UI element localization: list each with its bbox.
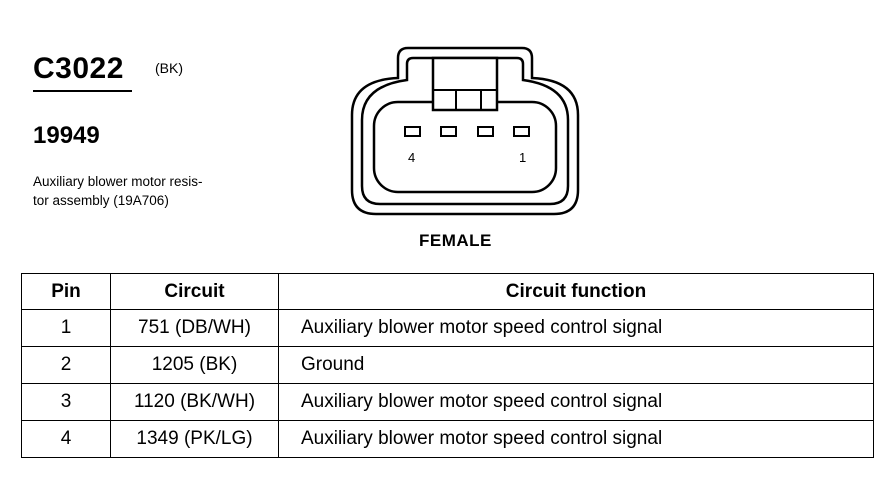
- function-cell: Ground: [278, 346, 874, 384]
- latch-block: [431, 56, 499, 112]
- header-circuit: Circuit: [110, 273, 279, 310]
- pin-cell: 1: [21, 309, 111, 347]
- connector-id-underline: [33, 90, 132, 92]
- pin-cell: 3: [21, 383, 111, 421]
- connector-color-code: (BK): [155, 60, 183, 76]
- description-line-2: tor assembly (19A706): [33, 193, 169, 208]
- table-row: 4 1349 (PK/LG) Auxiliary blower motor sp…: [21, 420, 874, 458]
- terminal-pin-1: [513, 126, 530, 137]
- pin-cell: 2: [21, 346, 111, 384]
- circuit-cell: 751 (DB/WH): [110, 309, 279, 347]
- pin-label-right: 1: [519, 150, 526, 165]
- terminal-pin-3: [440, 126, 457, 137]
- table-row: 2 1205 (BK) Ground: [21, 346, 874, 384]
- connector-outer-shell: [350, 46, 580, 216]
- table-row: 1 751 (DB/WH) Auxiliary blower motor spe…: [21, 309, 874, 347]
- connector-face: [372, 100, 558, 194]
- table-row: 3 1120 (BK/WH) Auxiliary blower motor sp…: [21, 383, 874, 421]
- function-cell: Auxiliary blower motor speed control sig…: [278, 420, 874, 458]
- component-description: Auxiliary blower motor resis- tor assemb…: [33, 172, 253, 210]
- function-cell: Auxiliary blower motor speed control sig…: [278, 383, 874, 421]
- pin-cell: 4: [21, 420, 111, 458]
- pinout-table: Pin Circuit Circuit function 1 751 (DB/W…: [21, 273, 874, 458]
- circuit-cell: 1120 (BK/WH): [110, 383, 279, 421]
- connector-gender-label: FEMALE: [419, 231, 492, 250]
- connector-id: C3022: [33, 52, 124, 85]
- part-number: 19949: [33, 122, 100, 149]
- terminal-pin-2: [477, 126, 494, 137]
- description-line-1: Auxiliary blower motor resis-: [33, 174, 203, 189]
- circuit-cell: 1349 (PK/LG): [110, 420, 279, 458]
- terminal-pin-4: [404, 126, 421, 137]
- circuit-cell: 1205 (BK): [110, 346, 279, 384]
- pin-label-left: 4: [408, 150, 415, 165]
- header-pin: Pin: [21, 273, 111, 310]
- function-cell: Auxiliary blower motor speed control sig…: [278, 309, 874, 347]
- table-header-row: Pin Circuit Circuit function: [21, 273, 874, 310]
- header-circuit-function: Circuit function: [278, 273, 874, 310]
- connector-face-diagram: 4 1: [350, 46, 580, 216]
